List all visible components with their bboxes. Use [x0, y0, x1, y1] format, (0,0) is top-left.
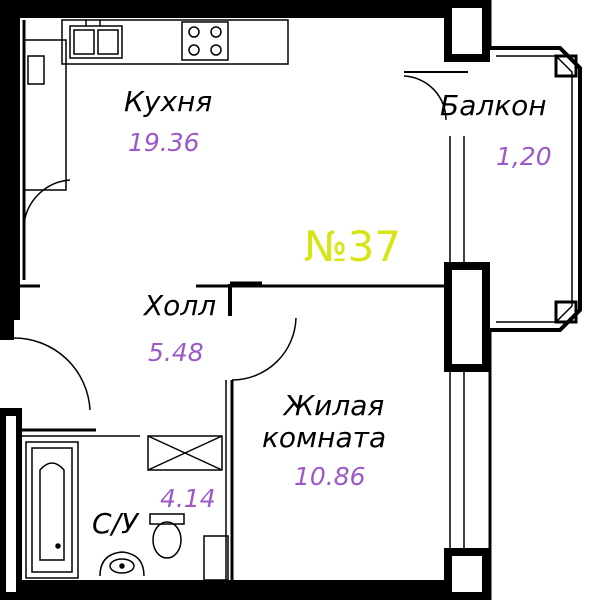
living-name-line2: комната [262, 421, 387, 454]
partitions [20, 0, 582, 600]
toilet-icon [149, 513, 185, 559]
bathroom-name: С/У [92, 507, 139, 540]
wall-hollows [6, 8, 482, 592]
kitchen-name: Кухня [124, 85, 213, 118]
bathroom-fixtures [25, 435, 229, 581]
washing-machine-icon [147, 435, 223, 471]
sink-icon [69, 20, 123, 59]
living-area: 10.86 [294, 462, 366, 491]
washbasin-icon [99, 551, 145, 577]
hall-area: 5.48 [148, 338, 204, 367]
living-name-line1: Жилая [284, 389, 385, 422]
door-swings [13, 75, 447, 411]
stove-icon [181, 21, 229, 61]
kitchen-counter [23, 19, 289, 191]
bathtub-icon [25, 441, 79, 579]
apartment-number: №37 [304, 222, 402, 271]
balcony-name: Балкон [440, 89, 547, 122]
walls [0, 0, 490, 600]
hall-name: Холл [144, 289, 217, 322]
bathroom-area: 4.14 [160, 484, 216, 513]
kitchen-area: 19.36 [128, 128, 200, 157]
balcony-area: 1,20 [496, 142, 552, 171]
